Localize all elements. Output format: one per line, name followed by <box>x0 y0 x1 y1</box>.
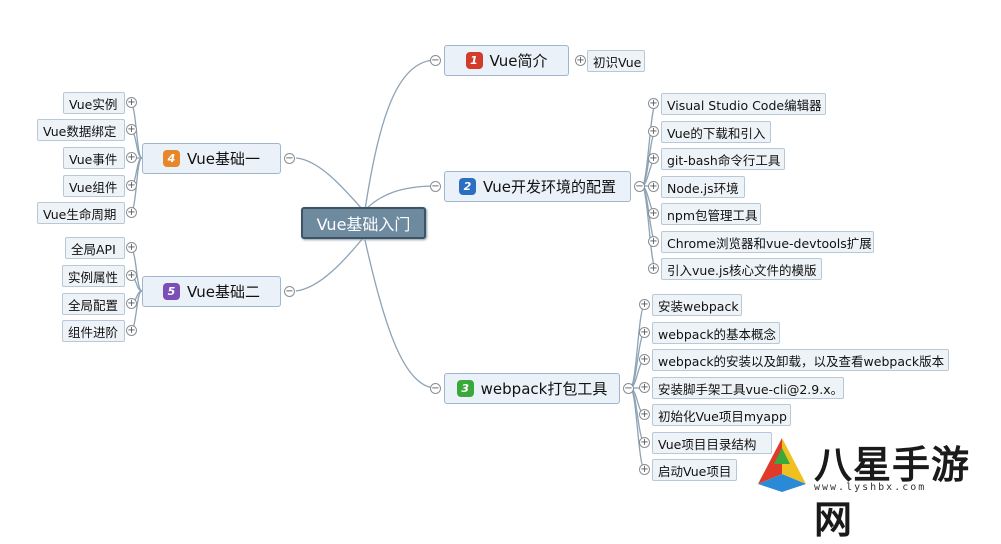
topic-label: Vue简介 <box>489 52 548 70</box>
topic-label: Vue开发环境的配置 <box>483 178 616 196</box>
expand-toggle-icon[interactable]: + <box>648 180 659 192</box>
collapse-toggle-icon[interactable]: − <box>284 152 295 164</box>
topic-vue-intro[interactable]: 1 Vue简介 <box>444 45 569 76</box>
leaf-item[interactable]: 安装webpack <box>652 294 742 316</box>
leaf-item[interactable]: 初识Vue <box>587 50 645 72</box>
leaf-item[interactable]: 实例属性 <box>62 265 125 287</box>
collapse-toggle-icon[interactable]: − <box>430 54 441 66</box>
collapse-toggle-icon[interactable]: − <box>430 180 441 192</box>
expand-toggle-icon[interactable]: + <box>648 262 659 274</box>
expand-toggle-icon[interactable]: + <box>126 324 137 336</box>
collapse-toggle-icon[interactable]: − <box>623 382 634 394</box>
leaf-item[interactable]: Vue生命周期 <box>37 202 125 224</box>
site-watermark: 八星手游网 www.lyshbx.com <box>748 428 996 542</box>
expand-toggle-icon[interactable]: + <box>648 207 659 219</box>
topic-webpack[interactable]: 3 webpack打包工具 <box>444 373 620 404</box>
root-label: Vue基础入门 <box>316 215 411 234</box>
expand-toggle-icon[interactable]: + <box>648 97 659 109</box>
leaf-item[interactable]: npm包管理工具 <box>661 203 761 225</box>
expand-toggle-icon[interactable]: + <box>126 151 137 163</box>
topic-label: Vue基础一 <box>187 150 260 168</box>
priority-4-icon: 4 <box>163 150 180 167</box>
topic-vue-basics-1[interactable]: 4 Vue基础一 <box>142 143 281 174</box>
leaf-item[interactable]: 安装脚手架工具vue-cli@2.9.x。 <box>652 377 844 399</box>
topic-vue-basics-2[interactable]: 5 Vue基础二 <box>142 276 281 307</box>
leaf-item[interactable]: 组件进阶 <box>62 320 125 342</box>
leaf-item[interactable]: Vue实例 <box>63 92 125 114</box>
expand-toggle-icon[interactable]: + <box>639 463 650 475</box>
priority-1-icon: 1 <box>465 52 483 69</box>
leaf-item[interactable]: Vue的下载和引入 <box>661 121 771 143</box>
expand-toggle-icon[interactable]: + <box>648 125 659 137</box>
expand-toggle-icon[interactable]: + <box>126 123 137 135</box>
expand-toggle-icon[interactable]: + <box>639 408 650 420</box>
expand-toggle-icon[interactable]: + <box>126 241 137 253</box>
collapse-toggle-icon[interactable]: − <box>430 382 441 394</box>
expand-toggle-icon[interactable]: + <box>648 235 659 247</box>
expand-toggle-icon[interactable]: + <box>639 326 650 338</box>
leaf-item[interactable]: webpack的安装以及卸载，以及查看webpack版本 <box>652 349 949 371</box>
leaf-item[interactable]: 启动Vue项目 <box>652 459 737 481</box>
priority-2-icon: 2 <box>459 178 476 195</box>
leaf-item[interactable]: Vue事件 <box>63 147 125 169</box>
expand-toggle-icon[interactable]: + <box>575 54 586 66</box>
leaf-item[interactable]: 全局API <box>65 237 125 259</box>
leaf-item[interactable]: Chrome浏览器和vue-devtools扩展 <box>661 231 874 253</box>
expand-toggle-icon[interactable]: + <box>126 96 137 108</box>
priority-3-icon: 3 <box>456 380 474 397</box>
brand-logo-icon <box>758 438 806 492</box>
leaf-item[interactable]: Node.js环境 <box>661 176 745 198</box>
expand-toggle-icon[interactable]: + <box>126 179 137 191</box>
leaf-item[interactable]: Visual Studio Code编辑器 <box>661 93 826 115</box>
expand-toggle-icon[interactable]: + <box>126 269 137 281</box>
topic-dev-env[interactable]: 2 Vue开发环境的配置 <box>444 171 631 202</box>
topic-label: webpack打包工具 <box>480 380 608 398</box>
leaf-item[interactable]: git-bash命令行工具 <box>661 148 785 170</box>
leaf-item[interactable]: Vue项目目录结构 <box>652 432 772 454</box>
expand-toggle-icon[interactable]: + <box>639 353 650 365</box>
leaf-item[interactable]: webpack的基本概念 <box>652 322 780 344</box>
expand-toggle-icon[interactable]: + <box>639 298 650 310</box>
collapse-toggle-icon[interactable]: − <box>284 285 295 297</box>
expand-toggle-icon[interactable]: + <box>648 152 659 164</box>
root-topic[interactable]: Vue基础入门 <box>301 207 426 239</box>
leaf-item[interactable]: 初始化Vue项目myapp <box>652 404 791 426</box>
expand-toggle-icon[interactable]: + <box>126 297 137 309</box>
leaf-item[interactable]: Vue组件 <box>63 175 125 197</box>
leaf-item[interactable]: Vue数据绑定 <box>37 119 125 141</box>
watermark-url: www.lyshbx.com <box>814 482 927 493</box>
topic-label: Vue基础二 <box>187 283 260 301</box>
expand-toggle-icon[interactable]: + <box>639 436 650 448</box>
collapse-toggle-icon[interactable]: − <box>634 180 645 192</box>
leaf-item[interactable]: 全局配置 <box>62 293 125 315</box>
expand-toggle-icon[interactable]: + <box>126 206 137 218</box>
priority-5-icon: 5 <box>163 283 180 300</box>
expand-toggle-icon[interactable]: + <box>639 381 650 393</box>
leaf-item[interactable]: 引入vue.js核心文件的模版 <box>661 258 822 280</box>
